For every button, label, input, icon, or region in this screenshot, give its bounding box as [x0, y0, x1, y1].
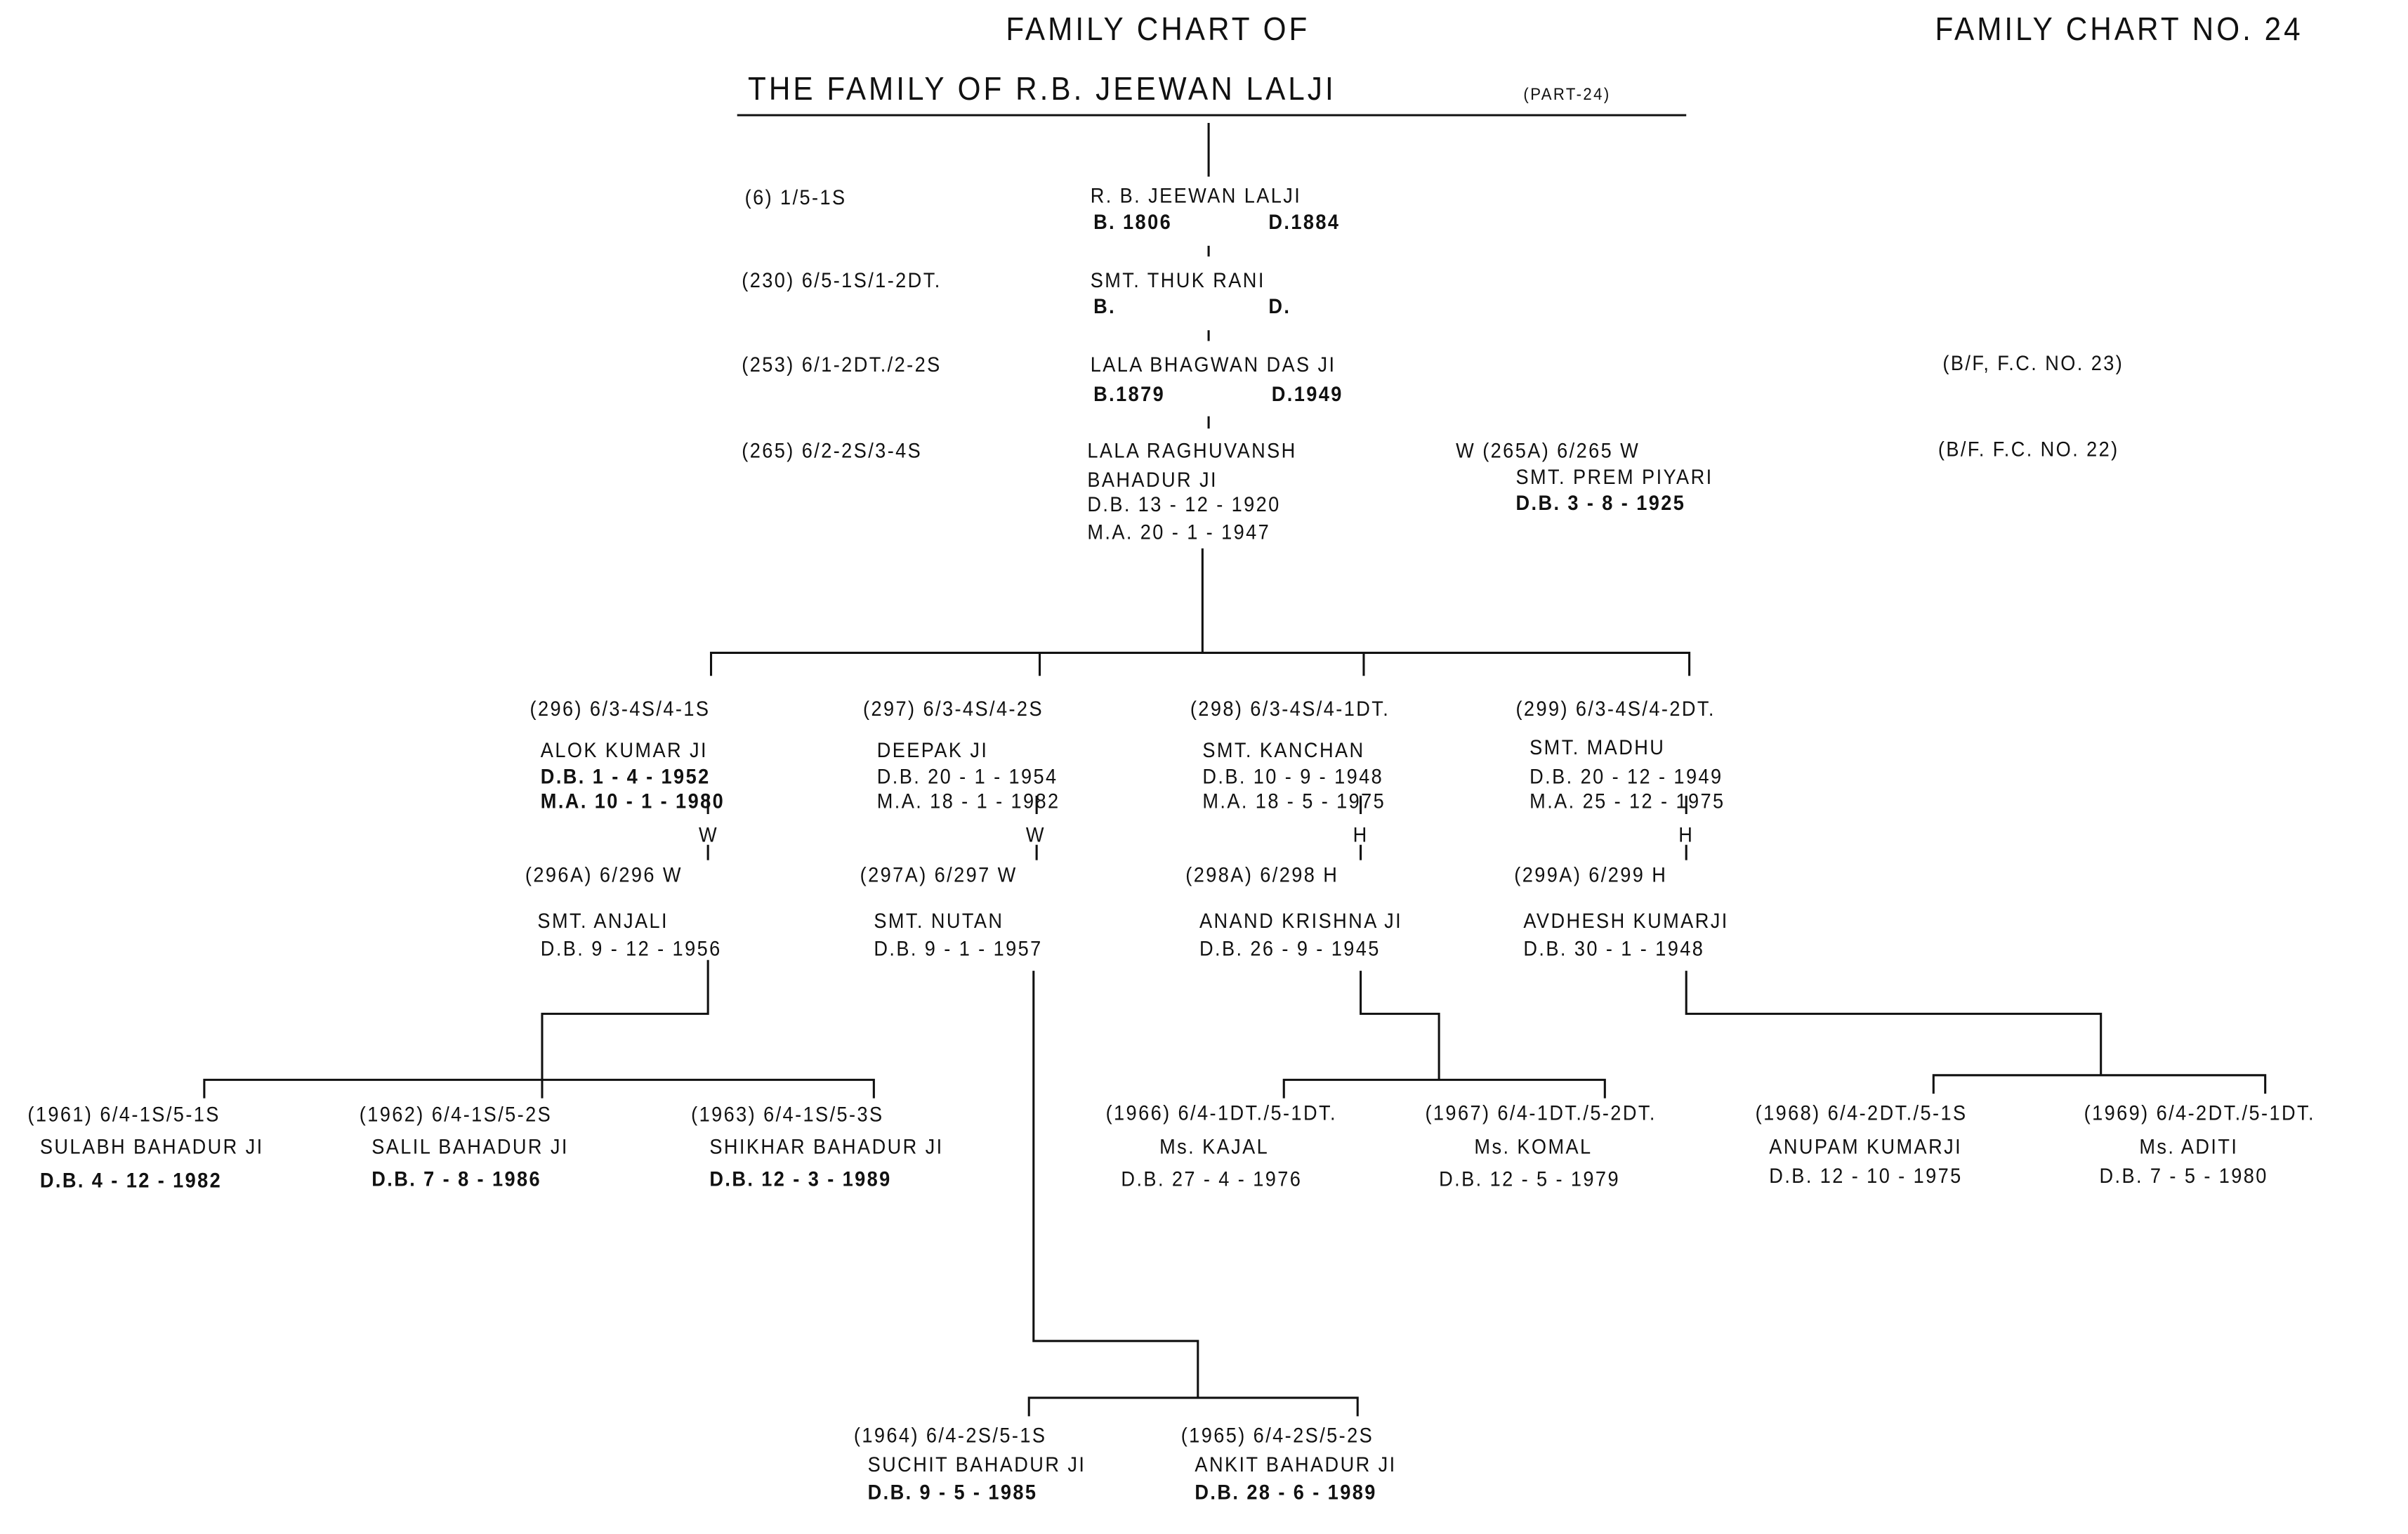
branch-297 — [1027, 971, 1359, 1417]
grandchild-code: (1962) 6/4-1S/5-2S — [359, 1103, 553, 1126]
spouse-links — [706, 795, 1687, 860]
part-label: (PART-24) — [1523, 86, 1611, 105]
grandchild-name: Ms. KAJAL — [1159, 1135, 1270, 1158]
grandchild-dob: D.B. 9 - 5 - 1985 — [867, 1481, 1038, 1504]
birth: B. 1806 — [1093, 210, 1173, 234]
child-name: DEEPAK JI — [876, 738, 989, 762]
grandchild-dob: D.B. 4 - 12 - 1982 — [39, 1169, 223, 1193]
person-name: SMT. THUK RANI — [1090, 268, 1265, 292]
child-marriage: M.A. 18 - 1 - 1982 — [876, 789, 1060, 813]
spouse-name: SMT. ANJALI — [537, 909, 669, 933]
spouse-name: SMT. PREM PIYARI — [1515, 465, 1713, 489]
grandchild-dob: D.B. 28 - 6 - 1989 — [1195, 1481, 1377, 1504]
link-label: W — [1025, 823, 1046, 846]
child-code: (299) 6/3-4S/4-2DT. — [1515, 697, 1716, 721]
spouse-dob: D.B. 3 - 8 - 1925 — [1515, 491, 1686, 515]
spouse-code: W (265A) 6/265 W — [1456, 439, 1640, 463]
date-of-birth: D.B. 13 - 12 - 1920 — [1087, 492, 1281, 516]
grandchild-dob: D.B. 7 - 5 - 1980 — [2099, 1164, 2268, 1188]
child-code: (296) 6/3-4S/4-1S — [529, 697, 711, 721]
grandchild-code: (1961) 6/4-1S/5-1S — [27, 1103, 221, 1126]
spouse-code: (298A) 6/298 H — [1185, 863, 1339, 886]
chart-title: FAMILY CHART OF — [1006, 12, 1310, 48]
birth: B.1879 — [1093, 382, 1166, 406]
grandchild-name: SULABH BAHADUR JI — [39, 1135, 264, 1158]
person-name-cont: BAHADUR JI — [1087, 468, 1218, 492]
spouse-dob: D.B. 26 - 9 - 1945 — [1199, 937, 1381, 960]
child-marriage: M.A. 25 - 12 - 1975 — [1529, 789, 1725, 813]
reference: (B/F, F.C. NO. 23) — [1942, 351, 2124, 375]
grandchild-name: SUCHIT BAHADUR JI — [867, 1453, 1086, 1476]
grandchild-name: Ms. KOMAL — [1474, 1135, 1593, 1158]
grandchild-name: ANKIT BAHADUR JI — [1195, 1453, 1397, 1476]
child-dob: D.B. 10 - 9 - 1948 — [1202, 765, 1384, 788]
birth: B. — [1093, 294, 1117, 318]
link-label: H — [1678, 823, 1695, 846]
grandchild-code: (1963) 6/4-1S/5-3S — [691, 1103, 884, 1126]
spouse-name: SMT. NUTAN — [874, 909, 1004, 933]
child-dob: D.B. 20 - 1 - 1954 — [876, 765, 1058, 788]
chart-subtitle: THE FAMILY OF R.B. JEEWAN LALJI — [748, 72, 1336, 108]
branch-296 — [203, 959, 875, 1099]
spouse-dob: D.B. 9 - 12 - 1956 — [540, 937, 722, 960]
marriage-date: M.A. 20 - 1 - 1947 — [1087, 520, 1271, 544]
death: D.1949 — [1271, 382, 1343, 406]
child-marriage: M.A. 10 - 1 - 1980 — [540, 789, 725, 813]
spouse-code: (296A) 6/296 W — [525, 863, 683, 886]
person-name: R. B. JEEWAN LALJI — [1090, 184, 1302, 208]
children-bracket — [710, 651, 1691, 676]
grandchild-code: (1969) 6/4-2DT./5-1DT. — [2084, 1101, 2316, 1125]
link-label: H — [1353, 823, 1369, 846]
spouse-code: (299A) 6/299 H — [1514, 863, 1668, 886]
child-name: SMT. KANCHAN — [1202, 738, 1365, 762]
grandchild-dob: D.B. 27 - 4 - 1976 — [1121, 1167, 1303, 1191]
grandchild-code: (1968) 6/4-2DT./5-1S — [1755, 1101, 1968, 1125]
death: D. — [1268, 294, 1291, 318]
death: D.1884 — [1268, 210, 1341, 234]
grandchild-name: ANUPAM KUMARJI — [1769, 1135, 1963, 1158]
spouse-dob: D.B. 30 - 1 - 1948 — [1523, 937, 1705, 960]
grandchild-code: (1965) 6/4-2S/5-2S — [1180, 1424, 1374, 1448]
child-marriage: M.A. 18 - 5 - 1975 — [1202, 789, 1386, 813]
person-code: (265) 6/2-2S/3-4S — [742, 439, 923, 463]
grandchild-code: (1966) 6/4-1DT./5-1DT. — [1105, 1101, 1337, 1125]
grandchild-code: (1964) 6/4-2S/5-1S — [853, 1424, 1047, 1448]
child-name: SMT. MADHU — [1529, 735, 1666, 759]
person-code: (230) 6/5-1S/1-2DT. — [742, 268, 942, 292]
grandchild-name: Ms. ADITI — [2139, 1135, 2239, 1158]
spouse-code: (297A) 6/297 W — [860, 863, 1018, 886]
grandchild-dob: D.B. 12 - 10 - 1975 — [1769, 1164, 1963, 1188]
branch-299 — [1685, 971, 2267, 1094]
person-name: LALA BHAGWAN DAS JI — [1090, 353, 1336, 376]
grandchild-code: (1967) 6/4-1DT./5-2DT. — [1425, 1101, 1657, 1125]
spouse-name: AVDHESH KUMARJI — [1523, 909, 1729, 933]
link-label: W — [699, 823, 719, 846]
child-dob: D.B. 20 - 12 - 1949 — [1529, 765, 1723, 788]
grandchild-dob: D.B. 12 - 5 - 1979 — [1439, 1167, 1621, 1191]
spouse-name: ANAND KRISHNA JI — [1199, 909, 1403, 933]
person-name: LALA RAGHUVANSH — [1087, 439, 1297, 463]
grandchild-name: SALIL BAHADUR JI — [371, 1135, 569, 1158]
branch-298 — [1282, 971, 1606, 1099]
child-name: ALOK KUMAR JI — [540, 738, 708, 762]
person-code: (6) 1/5-1S — [744, 185, 847, 209]
child-code: (297) 6/3-4S/4-2S — [863, 697, 1044, 721]
person-code: (253) 6/1-2DT./2-2S — [742, 353, 942, 376]
grandchild-dob: D.B. 7 - 8 - 1986 — [371, 1167, 542, 1191]
child-dob: D.B. 1 - 4 - 1952 — [540, 765, 711, 788]
grandchild-dob: D.B. 12 - 3 - 1989 — [709, 1167, 892, 1191]
grandchild-name: SHIKHAR BAHADUR JI — [709, 1135, 944, 1158]
chart-number: FAMILY CHART NO. 24 — [1935, 12, 2303, 48]
reference: (B/F. F.C. NO. 22) — [1937, 438, 2119, 461]
spouse-dob: D.B. 9 - 1 - 1957 — [874, 937, 1043, 960]
child-code: (298) 6/3-4S/4-1DT. — [1190, 697, 1390, 721]
